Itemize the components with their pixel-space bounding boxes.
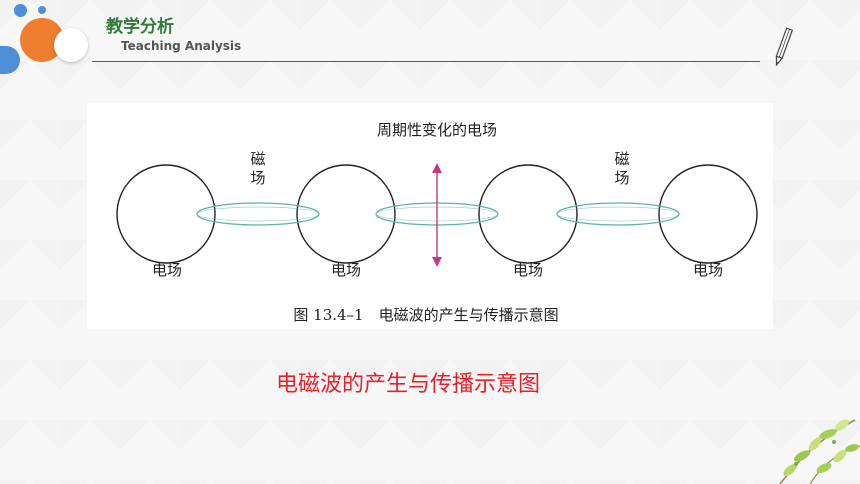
electric-label-2: 电场 [331,261,361,279]
header-divider [92,61,760,62]
magnetic-field-ring [556,206,680,222]
double-arrow-icon [432,163,442,267]
figure-caption: 图 13.4–1 电磁波的产生与传播示意图 [293,306,558,324]
em-wave-figure: 周期性变化的电场 磁 场 磁 场 电场 电场 电场 电场 图 13.4–1 电磁… [87,103,773,329]
electric-field-circle [658,164,758,264]
section-title: 教学分析 [106,17,174,37]
magnetic-label-2b: 场 [614,169,629,187]
figure-top-label: 周期性变化的电场 [377,121,497,139]
magnetic-label-2a: 磁 [614,150,629,168]
magnetic-field-ring [556,202,680,226]
electric-label-3: 电场 [513,261,543,279]
electric-label-1: 电场 [152,261,182,279]
leaf-branch-icon [779,419,860,484]
pencil-icon [775,27,794,67]
decor-white-circle [54,28,88,62]
decor-blue-circle-tiny [38,6,46,14]
electric-field-circle [116,164,216,264]
magnetic-field-ring [196,206,320,222]
electric-field-circle [296,164,396,264]
electric-field-circle [478,164,578,264]
decor-blue-circle-small [14,4,27,17]
em-wave-diagram: 周期性变化的电场 磁 场 磁 场 电场 电场 电场 电场 图 13.4–1 电磁… [116,121,758,324]
magnetic-label-1a: 磁 [250,150,265,168]
electric-label-4: 电场 [693,261,723,279]
magnetic-label-1b: 场 [250,169,265,187]
decor-blue-circle-large [0,46,20,74]
section-subtitle: Teaching Analysis [121,39,242,53]
slide-caption: 电磁波的产生与传播示意图 [275,372,540,397]
